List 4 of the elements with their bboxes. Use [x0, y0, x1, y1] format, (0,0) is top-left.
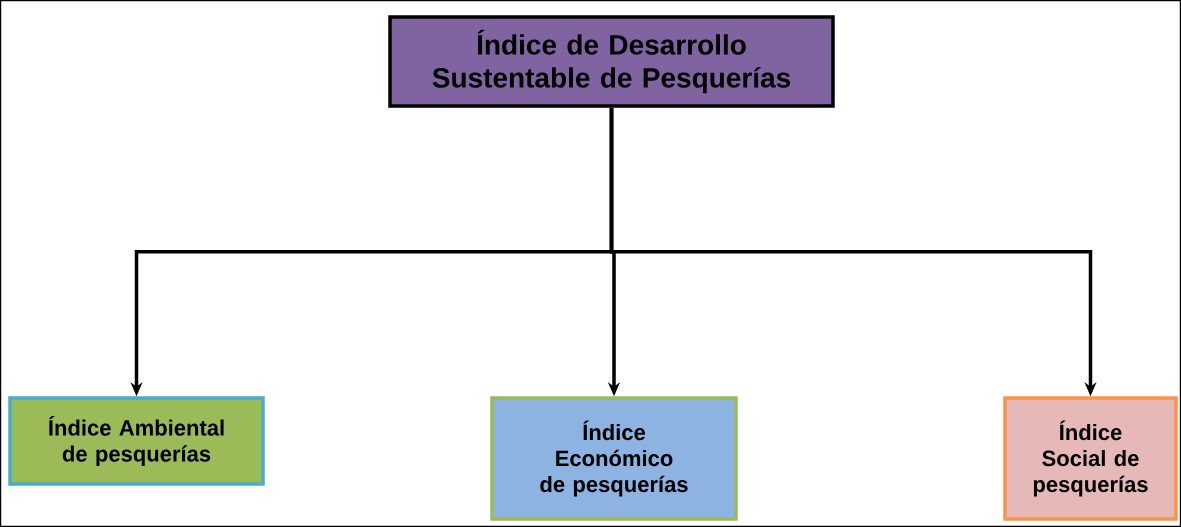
- title-box: Índice de Desarrollo Sustentable de Pesquerías: [388, 15, 835, 108]
- index-box: Índice Económico de pesquerías: [490, 396, 738, 521]
- index-box: Índice Social de pesquerías: [1003, 396, 1178, 521]
- index-box: Índice Ambiental de pesquerías: [8, 396, 265, 486]
